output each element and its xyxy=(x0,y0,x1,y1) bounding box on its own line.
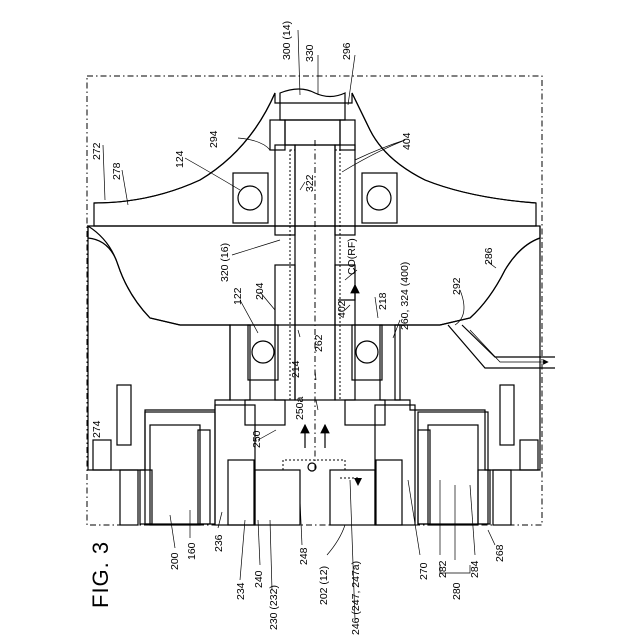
label-248: 248 xyxy=(298,547,310,565)
label-270: 270 xyxy=(418,562,430,580)
label-292: 292 xyxy=(451,277,463,295)
label-122: 122 xyxy=(232,287,244,305)
label-272: 272 xyxy=(91,142,103,160)
label-124: 124 xyxy=(174,150,186,168)
label-278: 278 xyxy=(111,162,123,180)
label-240: 240 xyxy=(253,570,265,588)
left-stator xyxy=(140,412,215,525)
label-330: 330 xyxy=(304,44,316,62)
label-246: 246 (247, 247a) xyxy=(350,561,362,635)
label-202: 202 (12) xyxy=(318,566,330,605)
figure-title: FIG. 3 xyxy=(88,541,113,608)
label-200: 200 xyxy=(169,552,181,570)
label-218: 218 xyxy=(377,292,389,310)
label-268: 268 xyxy=(494,544,506,562)
right-fins xyxy=(493,385,538,525)
label-284: 284 xyxy=(469,560,481,578)
left-fins xyxy=(93,385,138,525)
label-274: 274 xyxy=(91,420,103,438)
label-230: 230 (232) xyxy=(268,585,280,630)
label-204: 204 xyxy=(254,282,266,300)
label-160: 160 xyxy=(186,542,198,560)
label-214: 214 xyxy=(290,360,302,378)
label-300: 300 (14) xyxy=(281,21,293,60)
right-stator xyxy=(418,412,490,525)
label-404: 404 xyxy=(401,132,413,150)
label-250: 250 xyxy=(251,430,263,448)
label-324: 260, 324 (400) xyxy=(399,262,411,330)
label-co: CO(RF) xyxy=(346,238,358,275)
label-322: 322 xyxy=(304,174,316,192)
label-286: 286 xyxy=(483,247,495,265)
label-402: 402 xyxy=(336,300,348,318)
reference-labels: 300 (14) 330 296 294 404 272 278 124 322… xyxy=(91,21,506,635)
label-282: 282 xyxy=(437,560,449,578)
volute-chamber xyxy=(88,226,540,325)
label-262: 262 xyxy=(313,334,325,352)
label-296: 296 xyxy=(341,42,353,60)
label-234: 234 xyxy=(235,582,247,600)
shaft-top xyxy=(270,89,355,150)
label-280: 280 xyxy=(451,582,463,600)
label-294: 294 xyxy=(208,130,220,148)
outlet-passage xyxy=(448,325,555,368)
left-housing xyxy=(88,226,230,470)
label-250a: 250a xyxy=(294,396,306,420)
label-236: 236 xyxy=(213,534,225,552)
label-320: 320 (16) xyxy=(219,243,231,282)
